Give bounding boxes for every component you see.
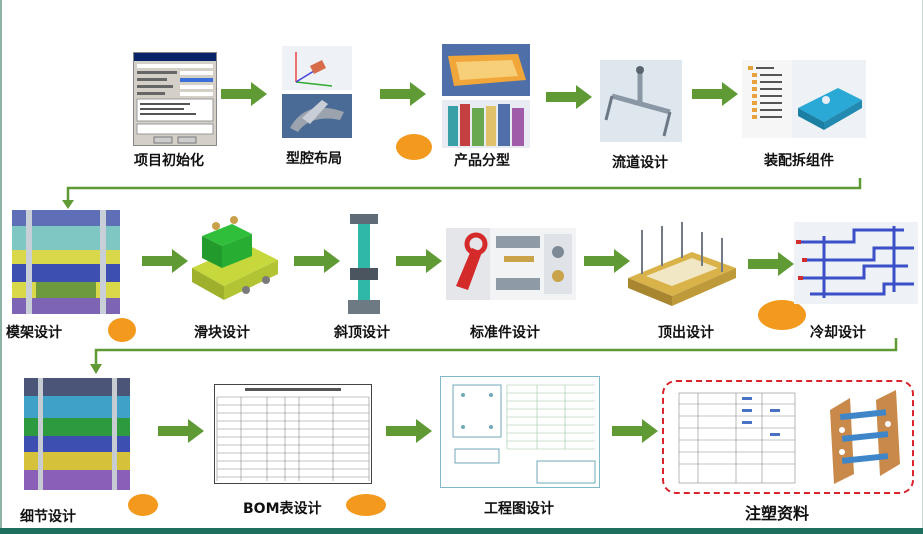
- bottom-bar: [0, 528, 923, 534]
- flow-arrow: [612, 419, 658, 443]
- step-label-parting: 产品分型: [454, 153, 510, 169]
- moldbase-thumbnail: [6, 210, 126, 314]
- orange-marker: [128, 494, 158, 516]
- injection-data-panel: [662, 380, 914, 494]
- injection-data-sheet-thumbnail: [678, 392, 796, 484]
- standard-parts-thumbnail: [446, 228, 576, 300]
- step-label-ejector: 顶出设计: [658, 325, 714, 341]
- orange-marker: [758, 300, 806, 330]
- flow-arrow: [584, 249, 630, 273]
- mold-frame-3d-thumbnail: [820, 390, 906, 486]
- detail-design-thumbnail: [20, 378, 134, 490]
- slider-thumbnail: [186, 216, 282, 308]
- flow-arrow: [380, 82, 426, 106]
- project-init-thumbnail: [133, 52, 217, 146]
- row-connector-1: [62, 178, 862, 209]
- flow-arrow: [221, 82, 267, 106]
- flow-arrow: [692, 82, 738, 106]
- bom-table-thumbnail: [214, 384, 372, 484]
- engineering-drawing-thumbnail: [440, 376, 600, 488]
- cavity-layout-thumbnail: [282, 46, 352, 138]
- assembly-thumbnail: [742, 60, 866, 138]
- step-label-lifter: 斜顶设计: [334, 325, 390, 341]
- flow-arrow: [396, 249, 442, 273]
- step-label-project-init: 项目初始化: [134, 153, 204, 169]
- flow-arrow: [158, 419, 204, 443]
- step-label-standard-parts: 标准件设计: [470, 325, 540, 341]
- parting-thumbnail: [442, 44, 530, 148]
- orange-marker: [108, 318, 136, 342]
- flow-arrow: [386, 419, 432, 443]
- lifter-thumbnail: [346, 214, 382, 316]
- step-label-runner: 流道设计: [612, 155, 668, 171]
- step-label-detail-design: 细节设计: [20, 509, 76, 525]
- step-label-injection-data: 注塑资料: [745, 504, 810, 523]
- step-label-assembly: 装配拆组件: [764, 153, 834, 169]
- step-label-cavity-layout: 型腔布局: [286, 151, 342, 167]
- flow-arrow: [546, 85, 592, 109]
- flow-arrow: [294, 249, 340, 273]
- orange-marker: [396, 134, 432, 160]
- ejector-thumbnail: [622, 222, 740, 308]
- orange-marker: [346, 494, 386, 516]
- cooling-thumbnail: [794, 222, 918, 304]
- flow-arrow: [748, 252, 794, 276]
- runner-thumbnail: [600, 60, 682, 142]
- row-connector-2: [90, 338, 898, 374]
- step-label-moldbase: 模架设计: [6, 325, 62, 341]
- step-label-bom: BOM表设计: [243, 501, 322, 517]
- step-label-cooling: 冷却设计: [810, 325, 866, 341]
- flow-arrow: [142, 249, 188, 273]
- step-label-slider: 滑块设计: [194, 325, 250, 341]
- step-label-engineering-drawing: 工程图设计: [484, 501, 554, 517]
